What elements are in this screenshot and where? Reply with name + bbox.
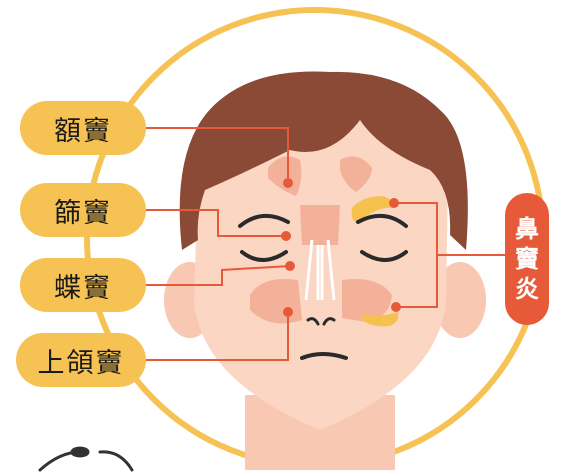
label-ethmoid-sinus: 篩竇 [20,183,146,237]
label-maxillary-sinus: 上頜竇 [16,333,146,387]
frontal-sinus-left [268,156,302,196]
label-frontal-sinus: 額竇 [20,101,146,155]
right-eye [360,250,408,262]
decorative-swoosh [38,446,134,472]
maxillary-sinus-right [342,279,392,322]
nasal-cavity [304,239,336,301]
diagnosis-char-1: 鼻 [515,215,539,243]
connector-dots [281,178,401,317]
label-ethmoid-sinus-text: 篩竇 [54,197,112,229]
inflamed-frontal-right [351,196,395,223]
hair [179,71,468,250]
connector-lines [146,127,505,361]
right-nostril [322,317,336,326]
ethmoid-sinus [300,205,340,245]
connector-frontal [146,127,289,183]
connector-diagnosis [394,202,505,308]
left-eye [240,250,288,262]
connector-maxillary [146,312,289,361]
diagnosis-char-2: 竇 [515,245,539,273]
right-eyebrow [356,214,408,228]
diagnosis-label: 鼻 竇 炎 [505,193,549,325]
frontal-sinus-right [340,156,372,192]
connector-sphenoid [146,265,291,286]
left-nostril [306,317,320,326]
label-sphenoid-sinus-text: 蝶竇 [54,272,112,304]
label-sphenoid-sinus: 蝶竇 [20,258,146,312]
right-ear [434,262,486,338]
neck [245,395,395,470]
connector-ethmoid [146,209,286,237]
label-frontal-sinus-text: 額竇 [54,115,112,147]
inflamed-maxillary-right [362,312,399,327]
label-maxillary-sinus-text: 上頜竇 [37,347,125,379]
diagnosis-char-3: 炎 [515,275,539,303]
left-eyebrow [238,214,290,228]
mouth [300,352,348,360]
